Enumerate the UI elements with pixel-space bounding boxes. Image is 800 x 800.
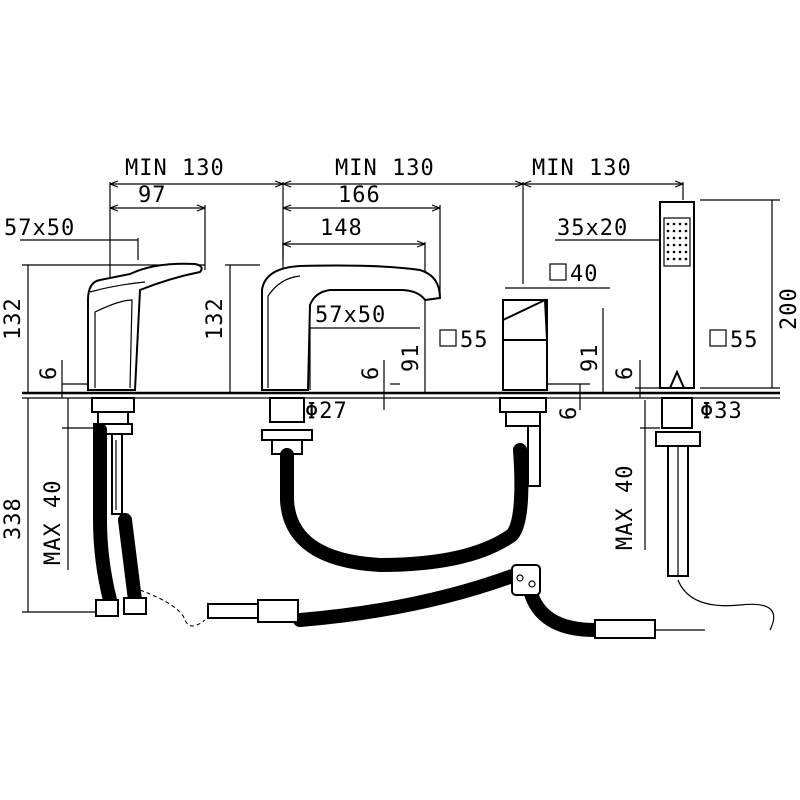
dim-132-label-a: 132 xyxy=(1,297,26,340)
dim-97-label: 97 xyxy=(138,183,167,208)
hand-shower xyxy=(655,201,701,577)
square-55-label-a: 55 xyxy=(460,328,489,353)
diverter-tap xyxy=(499,298,549,487)
dim-148-label: 148 xyxy=(320,216,363,241)
dim-6-label-d: 6 xyxy=(613,366,638,380)
square-symbol-55-a xyxy=(439,329,457,347)
mixer-tap-left xyxy=(87,262,203,515)
dim-57x50-label-a: 57x50 xyxy=(4,216,75,241)
square-40-label: 40 xyxy=(570,262,599,287)
dim-6-label-c: 6 xyxy=(557,406,582,420)
dim-132-label-b: 132 xyxy=(203,297,228,340)
dim-338-label: 338 xyxy=(1,497,26,540)
dim-6-label-a: 6 xyxy=(37,366,62,380)
min130-label-c: MIN 130 xyxy=(532,156,632,181)
dim-57x50-label-b: 57x50 xyxy=(315,303,386,328)
dim-200-label: 200 xyxy=(777,287,800,330)
square-symbol-55-b xyxy=(709,329,727,347)
min130-label-b: MIN 130 xyxy=(335,156,435,181)
square-55-label-b: 55 xyxy=(730,328,759,353)
dim-91-label-a: 91 xyxy=(399,344,424,373)
max40-label-b: MAX 40 xyxy=(613,465,638,550)
hoses xyxy=(93,423,775,639)
dimension-labels: MIN 130 MIN 130 MIN 130 97 166 148 57x50… xyxy=(1,156,800,565)
dim-6-label-b: 6 xyxy=(359,366,384,380)
shower-holes xyxy=(666,222,688,261)
min130-label-a: MIN 130 xyxy=(125,156,225,181)
top-dimension-lines xyxy=(20,180,684,329)
phi27-label: Φ27 xyxy=(305,399,348,424)
max40-label-a: MAX 40 xyxy=(41,480,66,565)
phi33-label: Φ33 xyxy=(700,399,743,424)
square-symbol-40 xyxy=(549,263,567,281)
dim-35x20-label: 35x20 xyxy=(557,216,628,241)
dim-166-label: 166 xyxy=(338,183,381,208)
dim-91-label-b: 91 xyxy=(578,344,603,373)
